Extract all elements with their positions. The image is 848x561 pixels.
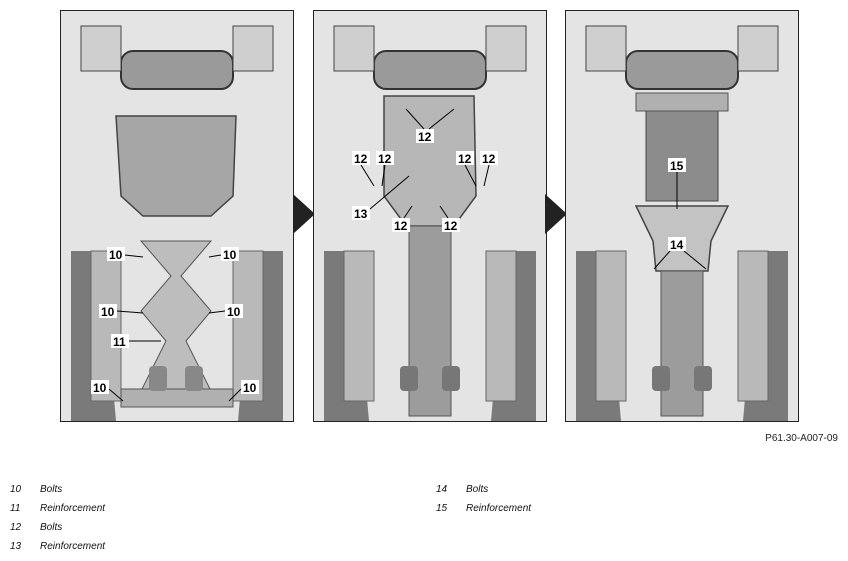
callout-12-left-2: 12 — [376, 151, 394, 187]
callout-14: 14 — [653, 237, 707, 270]
callout-10-top-left: 10 — [107, 247, 144, 262]
underbody-illustration-1: 10 10 10 10 11 10 10 — [61, 11, 293, 421]
svg-text:12: 12 — [482, 152, 496, 166]
diagram-panel-2: 12 12 12 12 12 13 12 12 — [313, 10, 547, 422]
svg-text:11: 11 — [113, 335, 126, 349]
svg-text:12: 12 — [444, 219, 458, 233]
diagram-panel-3: 15 14 — [565, 10, 799, 422]
callout-10-bottom-right: 10 — [228, 380, 259, 402]
svg-text:12: 12 — [378, 152, 392, 166]
callout-12-right-2: 12 — [480, 151, 498, 187]
callout-12-lower-right: 12 — [439, 205, 460, 233]
svg-text:10: 10 — [109, 248, 123, 262]
callout-12-lower-left: 12 — [392, 205, 413, 233]
callout-12-top: 12 — [405, 108, 455, 144]
callout-12-left-1: 12 — [352, 151, 375, 187]
callout-10-bottom-left: 10 — [91, 380, 124, 402]
svg-text:10: 10 — [243, 381, 257, 395]
step-arrow-icon — [545, 194, 567, 234]
diagram-panel-1: 10 10 10 10 11 10 10 — [60, 10, 294, 422]
underbody-illustration-2: 12 12 12 12 12 13 12 12 — [314, 11, 546, 421]
svg-text:12: 12 — [354, 152, 368, 166]
underbody-illustration-3: 15 14 — [566, 11, 798, 421]
svg-text:13: 13 — [354, 207, 368, 221]
callout-12-right-1: 12 — [456, 151, 477, 187]
svg-text:12: 12 — [418, 130, 432, 144]
svg-text:14: 14 — [670, 238, 684, 252]
svg-text:12: 12 — [394, 219, 408, 233]
step-arrow-icon — [293, 194, 315, 234]
svg-text:10: 10 — [93, 381, 107, 395]
svg-text:15: 15 — [670, 159, 684, 173]
svg-text:10: 10 — [101, 305, 115, 319]
callout-10-mid-left: 10 — [99, 304, 144, 319]
callout-15: 15 — [668, 158, 686, 209]
callout-10-mid-right: 10 — [208, 304, 243, 319]
svg-text:10: 10 — [223, 248, 237, 262]
svg-text:10: 10 — [227, 305, 241, 319]
svg-text:12: 12 — [458, 152, 472, 166]
figure-reference: P61.30-A007-09 — [765, 433, 838, 444]
callout-11: 11 — [111, 334, 161, 349]
callout-10-top-right: 10 — [208, 247, 239, 262]
callout-13: 13 — [352, 175, 410, 221]
